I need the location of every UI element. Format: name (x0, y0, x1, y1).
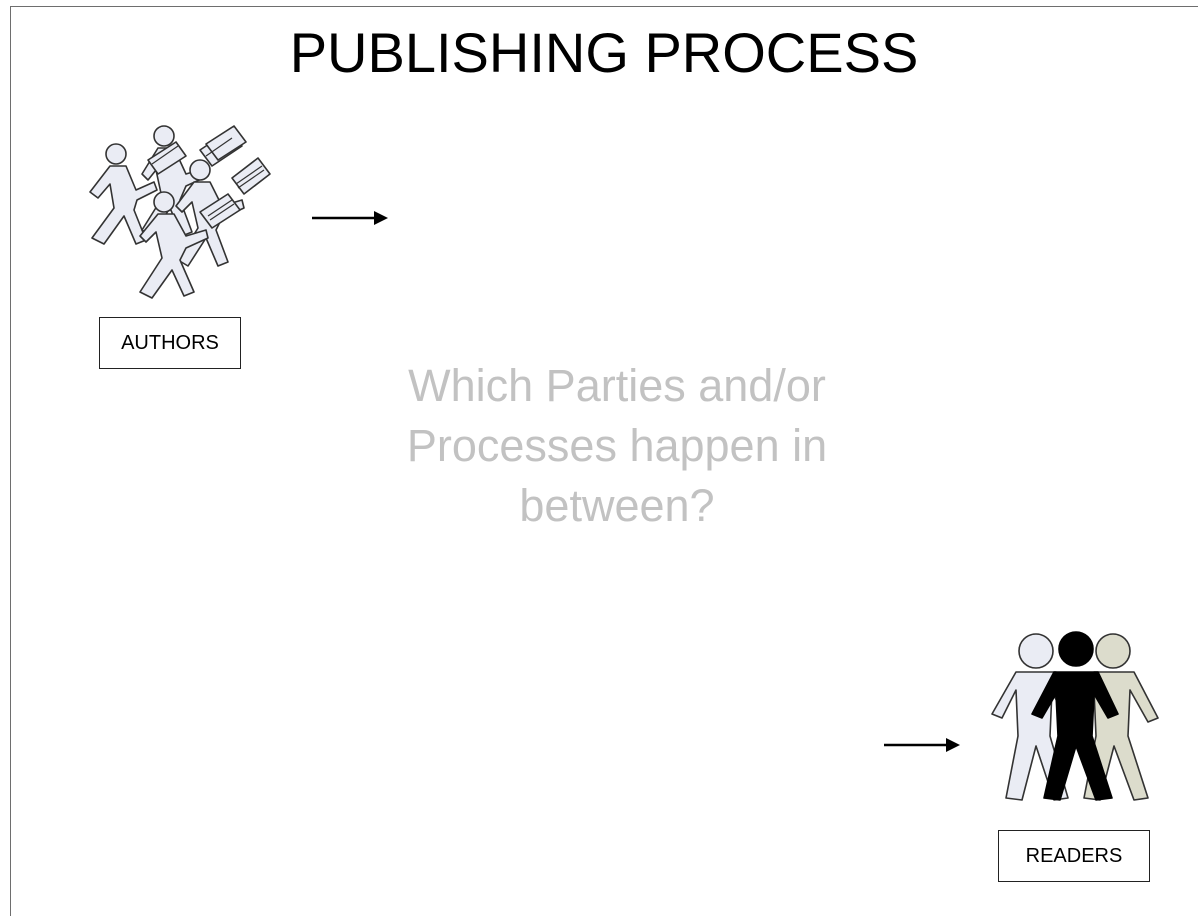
readers-group-icon (991, 631, 1159, 801)
question-line: between? (519, 480, 715, 531)
question-line: Which Parties and/or (408, 360, 826, 411)
authors-label: AUTHORS (99, 317, 241, 369)
question-line: Processes happen in (406, 420, 828, 471)
page-title: PUBLISHING PROCESS (289, 21, 919, 84)
readers-arrow-icon (884, 738, 960, 752)
readers-label: READERS (998, 830, 1150, 882)
slide-frame (10, 6, 1198, 916)
authors-arrow-icon (312, 211, 388, 225)
question-text: Which Parties and/or Processes happen in… (347, 356, 887, 536)
authors-group-icon (89, 125, 271, 299)
